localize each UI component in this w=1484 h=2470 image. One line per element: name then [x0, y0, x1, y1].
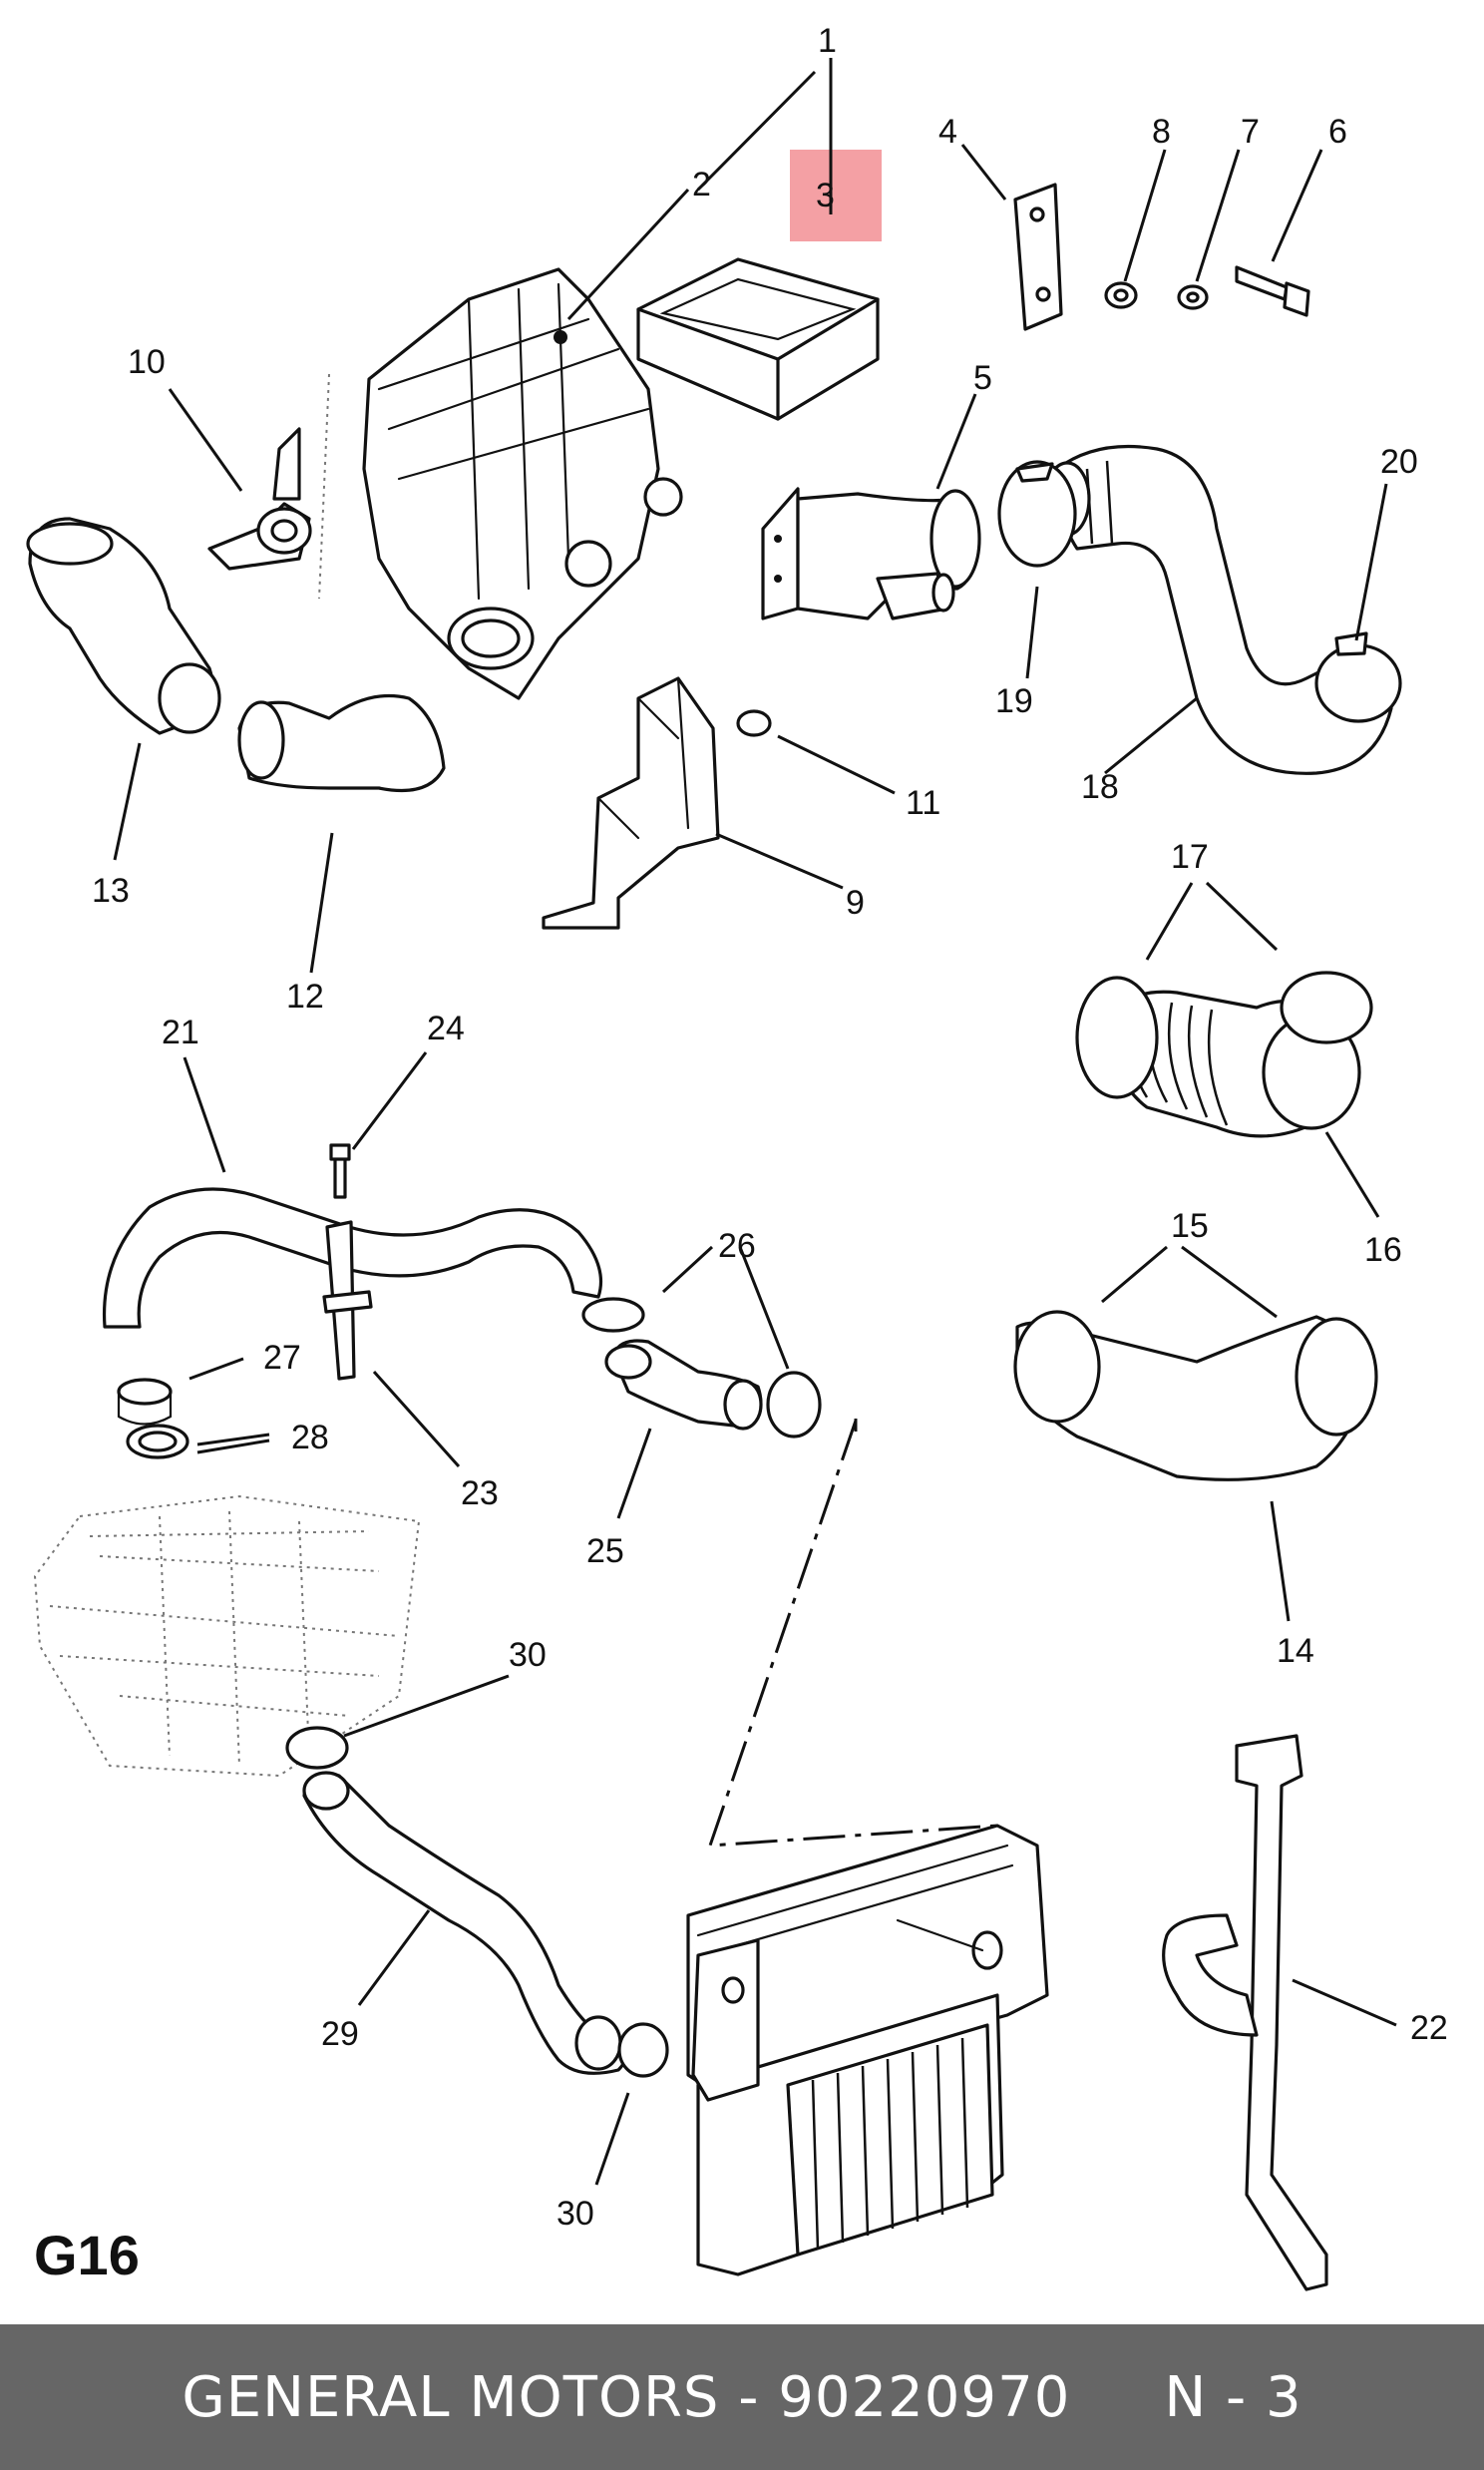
callout-23: 23: [461, 1474, 499, 1512]
part-elbow-hose: [237, 693, 446, 793]
part-wing-nut: [207, 373, 330, 600]
callout-6: 6: [1328, 113, 1347, 151]
part-intercooler: [686, 1824, 1049, 2276]
engine-outline-ghost: [33, 1494, 421, 1778]
part-air-filter-element: [636, 257, 880, 421]
callout-26: 26: [718, 1227, 756, 1265]
callout-labels: 1 2 3 4 5 6 7 8 9 10 11 12 13 14 15 16 1…: [92, 22, 1448, 2233]
part-intake-hose-large: [1043, 444, 1393, 775]
callout-25: 25: [586, 1532, 624, 1570]
callout-1: 1: [818, 22, 837, 60]
callout-27: 27: [263, 1339, 301, 1377]
part-air-cleaner-housing: [362, 267, 683, 700]
part-elbow-hose-25: [604, 1339, 763, 1431]
part-seal-27: [117, 1378, 173, 1426]
figure-code: G16: [34, 2224, 140, 2286]
part-hose-clamp-30a: [285, 1726, 349, 1770]
callout-15: 15: [1171, 1207, 1209, 1245]
part-washer: [1104, 281, 1138, 309]
part-rings-28: [126, 1424, 189, 1459]
callout-30-upper: 30: [509, 1636, 547, 1674]
leader-lines: [113, 58, 1397, 2186]
part-support-bracket: [542, 676, 720, 930]
part-hose-clamp-19: [997, 460, 1077, 568]
part-bracket-23: [322, 1220, 373, 1381]
routing-line-main: [707, 1420, 998, 1848]
callout-5: 5: [973, 359, 992, 397]
callout-11: 11: [906, 784, 940, 822]
callout-19: 19: [995, 682, 1033, 720]
part-hose-clamp-26b: [766, 1371, 822, 1439]
callout-16: 16: [1364, 1231, 1402, 1269]
callout-28: 28: [291, 1419, 329, 1456]
part-bellows-hose: [1113, 990, 1361, 1138]
callout-21: 21: [162, 1014, 199, 1051]
part-hose-clamp-17: [1075, 971, 1373, 1099]
callout-22: 22: [1410, 2009, 1448, 2047]
callout-30-lower: 30: [556, 2195, 594, 2233]
callout-14: 14: [1277, 1632, 1314, 1670]
part-bolt: [1235, 265, 1310, 317]
callout-7: 7: [1241, 113, 1260, 151]
part-hose-clip: [736, 709, 772, 737]
part-cable-tie: [1162, 1734, 1328, 2291]
callout-9: 9: [846, 884, 865, 922]
part-intake-adapter: [761, 487, 981, 620]
callout-3: 3: [816, 177, 835, 214]
callout-18: 18: [1081, 768, 1119, 806]
callout-2: 2: [692, 166, 711, 204]
parts-diagram: 1 2 3 4 5 6 7 8 9 10 11 12 13 14 15 16 1…: [26, 22, 1448, 2291]
part-nut: [1177, 284, 1209, 310]
callout-24: 24: [427, 1010, 465, 1047]
callout-13: 13: [92, 872, 130, 910]
part-bracket: [1013, 183, 1063, 331]
part-bolt-24: [329, 1143, 351, 1199]
callout-4: 4: [938, 113, 957, 151]
part-hose-speckled: [1013, 1310, 1378, 1481]
callout-8: 8: [1152, 113, 1171, 151]
highlight-box: [790, 150, 882, 241]
callout-10: 10: [128, 343, 166, 381]
callout-29: 29: [321, 2015, 359, 2053]
part-intake-hose: [26, 517, 221, 735]
footer-bar: GENERAL MOTORS - 90220970 N - 3: [0, 2324, 1484, 2470]
part-hose-clamp-26a: [581, 1297, 645, 1333]
footer-text: GENERAL MOTORS - 90220970 N - 3: [182, 2364, 1302, 2430]
part-hose-clamp-30b: [617, 2022, 669, 2078]
callout-12: 12: [286, 978, 324, 1016]
part-hose-clamp-20: [1314, 631, 1402, 723]
callout-17: 17: [1171, 838, 1209, 876]
callout-20: 20: [1380, 443, 1418, 481]
